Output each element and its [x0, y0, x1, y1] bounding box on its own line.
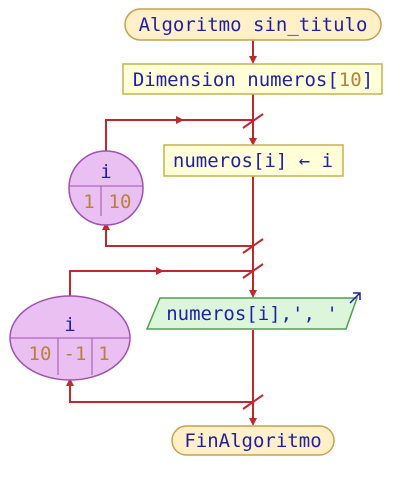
- junction-slash: [242, 113, 264, 129]
- loop2-to: 1: [98, 343, 109, 365]
- dimension-keyword: Dimension: [133, 69, 236, 91]
- junction-slash: [242, 263, 264, 279]
- loop2-var: i: [64, 314, 75, 336]
- output-arrow-icon: [349, 292, 361, 304]
- loop2-for-node[interactable]: i 10 -1 1: [9, 295, 131, 381]
- loop1-var: i: [100, 161, 111, 183]
- junction-slash: [242, 238, 264, 254]
- assignment-process[interactable]: numeros[i] ← i: [163, 144, 344, 177]
- assign-arrow-icon: ←: [299, 150, 310, 172]
- dimension-size: 10: [339, 69, 362, 91]
- algorithm-name: sin_titulo: [253, 14, 367, 36]
- output-io-node[interactable]: numeros[i],', ': [145, 292, 361, 330]
- assign-target: numeros[i]: [173, 150, 287, 172]
- loop1-for-node[interactable]: i 1 10: [68, 150, 144, 226]
- output-expression: numeros[i],', ': [166, 303, 338, 325]
- bracket-open: [: [327, 69, 338, 91]
- svg-text:Algoritmo sin_titulo: Algoritmo sin_titulo: [139, 14, 368, 36]
- svg-text:Dimension numeros[10]: Dimension numeros[10]: [133, 69, 373, 91]
- loop1-bottom-edge: [105, 226, 253, 247]
- junction-slash: [242, 394, 264, 410]
- dimension-process[interactable]: Dimension numeros[10]: [122, 63, 383, 95]
- start-keyword: Algoritmo: [139, 14, 242, 36]
- bracket-close: ]: [362, 69, 373, 91]
- dimension-array: numeros: [247, 69, 327, 91]
- assign-value: i: [322, 150, 333, 172]
- loop1-from: 1: [83, 191, 94, 213]
- end-terminal[interactable]: FinAlgoritmo: [171, 425, 335, 456]
- loop2-step: -1: [64, 343, 87, 365]
- end-keyword: FinAlgoritmo: [184, 430, 321, 452]
- loop2-top-edge: [69, 270, 253, 300]
- loop2-bottom-edge: [69, 382, 253, 403]
- loop1-to: 10: [109, 191, 132, 213]
- start-terminal[interactable]: Algoritmo sin_titulo: [124, 8, 382, 41]
- loop2-from: 10: [29, 343, 52, 365]
- svg-text:numeros[i] ← i: numeros[i] ← i: [173, 150, 333, 172]
